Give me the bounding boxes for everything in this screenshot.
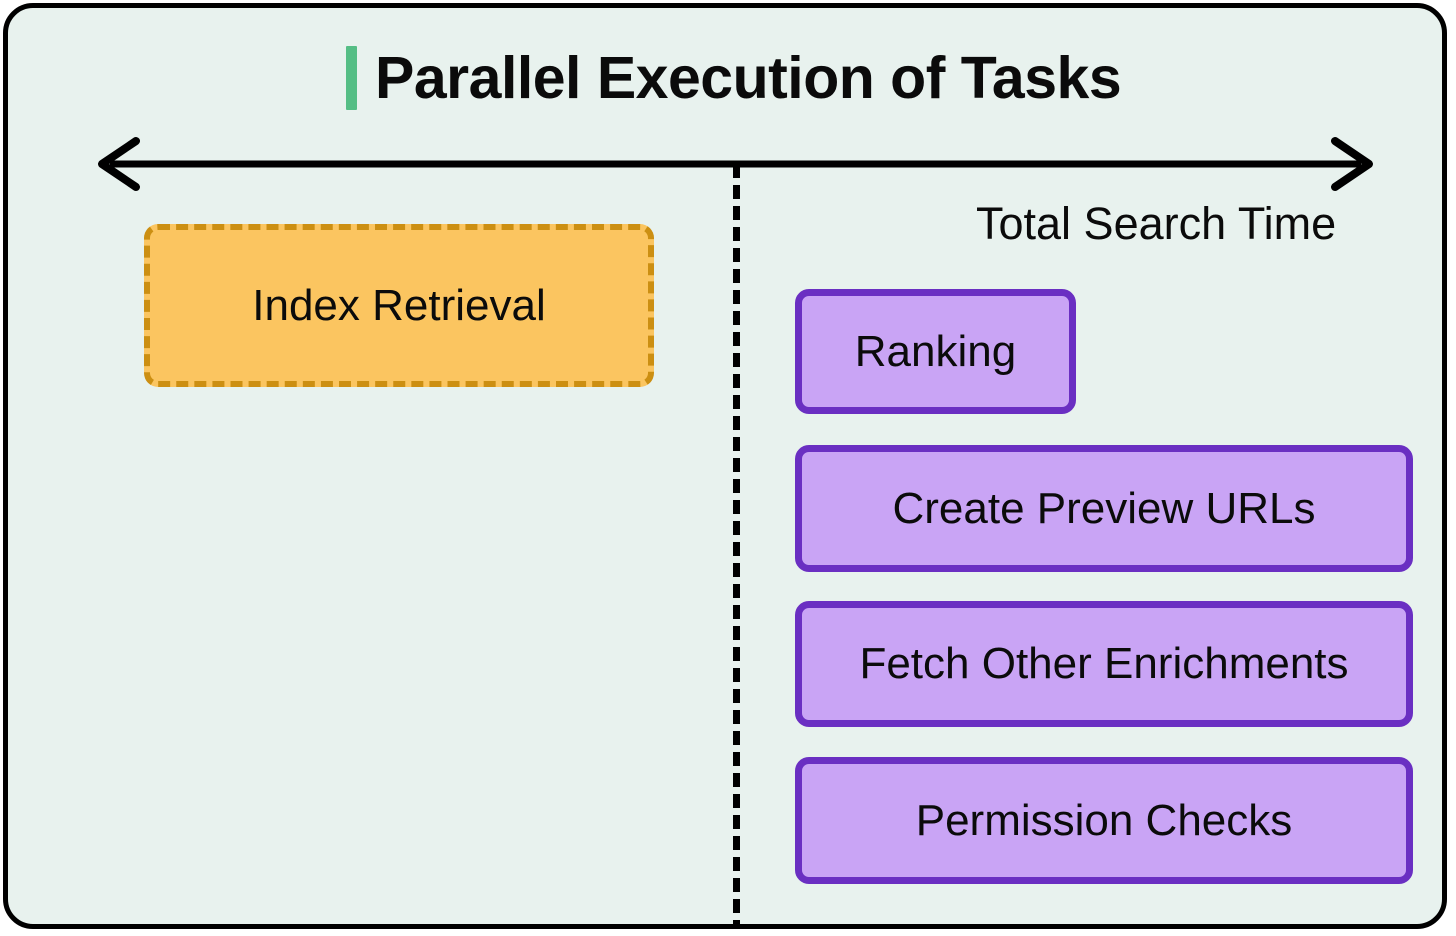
task-label: Create Preview URLs bbox=[892, 483, 1316, 533]
title-accent-bar bbox=[346, 46, 357, 110]
task-box-fetch-other-enrichments[interactable]: Fetch Other Enrichments bbox=[795, 601, 1413, 727]
diagram-card: Parallel Execution of Tasks Total Search… bbox=[3, 3, 1447, 929]
task-box-create-preview-urls[interactable]: Create Preview URLs bbox=[795, 445, 1413, 572]
task-label: Ranking bbox=[854, 326, 1017, 376]
total-search-time-label: Total Search Time bbox=[976, 198, 1337, 249]
dashed-vertical-divider bbox=[733, 164, 740, 924]
task-label: Fetch Other Enrichments bbox=[859, 639, 1349, 688]
task-box-index-retrieval[interactable]: Index Retrieval bbox=[144, 224, 654, 387]
page-title-text: Parallel Execution of Tasks bbox=[375, 44, 1122, 111]
task-box-permission-checks[interactable]: Permission Checks bbox=[795, 757, 1413, 884]
task-box-ranking[interactable]: Ranking bbox=[795, 289, 1076, 414]
task-label: Index Retrieval bbox=[252, 280, 546, 330]
task-label: Permission Checks bbox=[915, 795, 1293, 845]
page-title: Parallel Execution of Tasks bbox=[346, 42, 1122, 114]
